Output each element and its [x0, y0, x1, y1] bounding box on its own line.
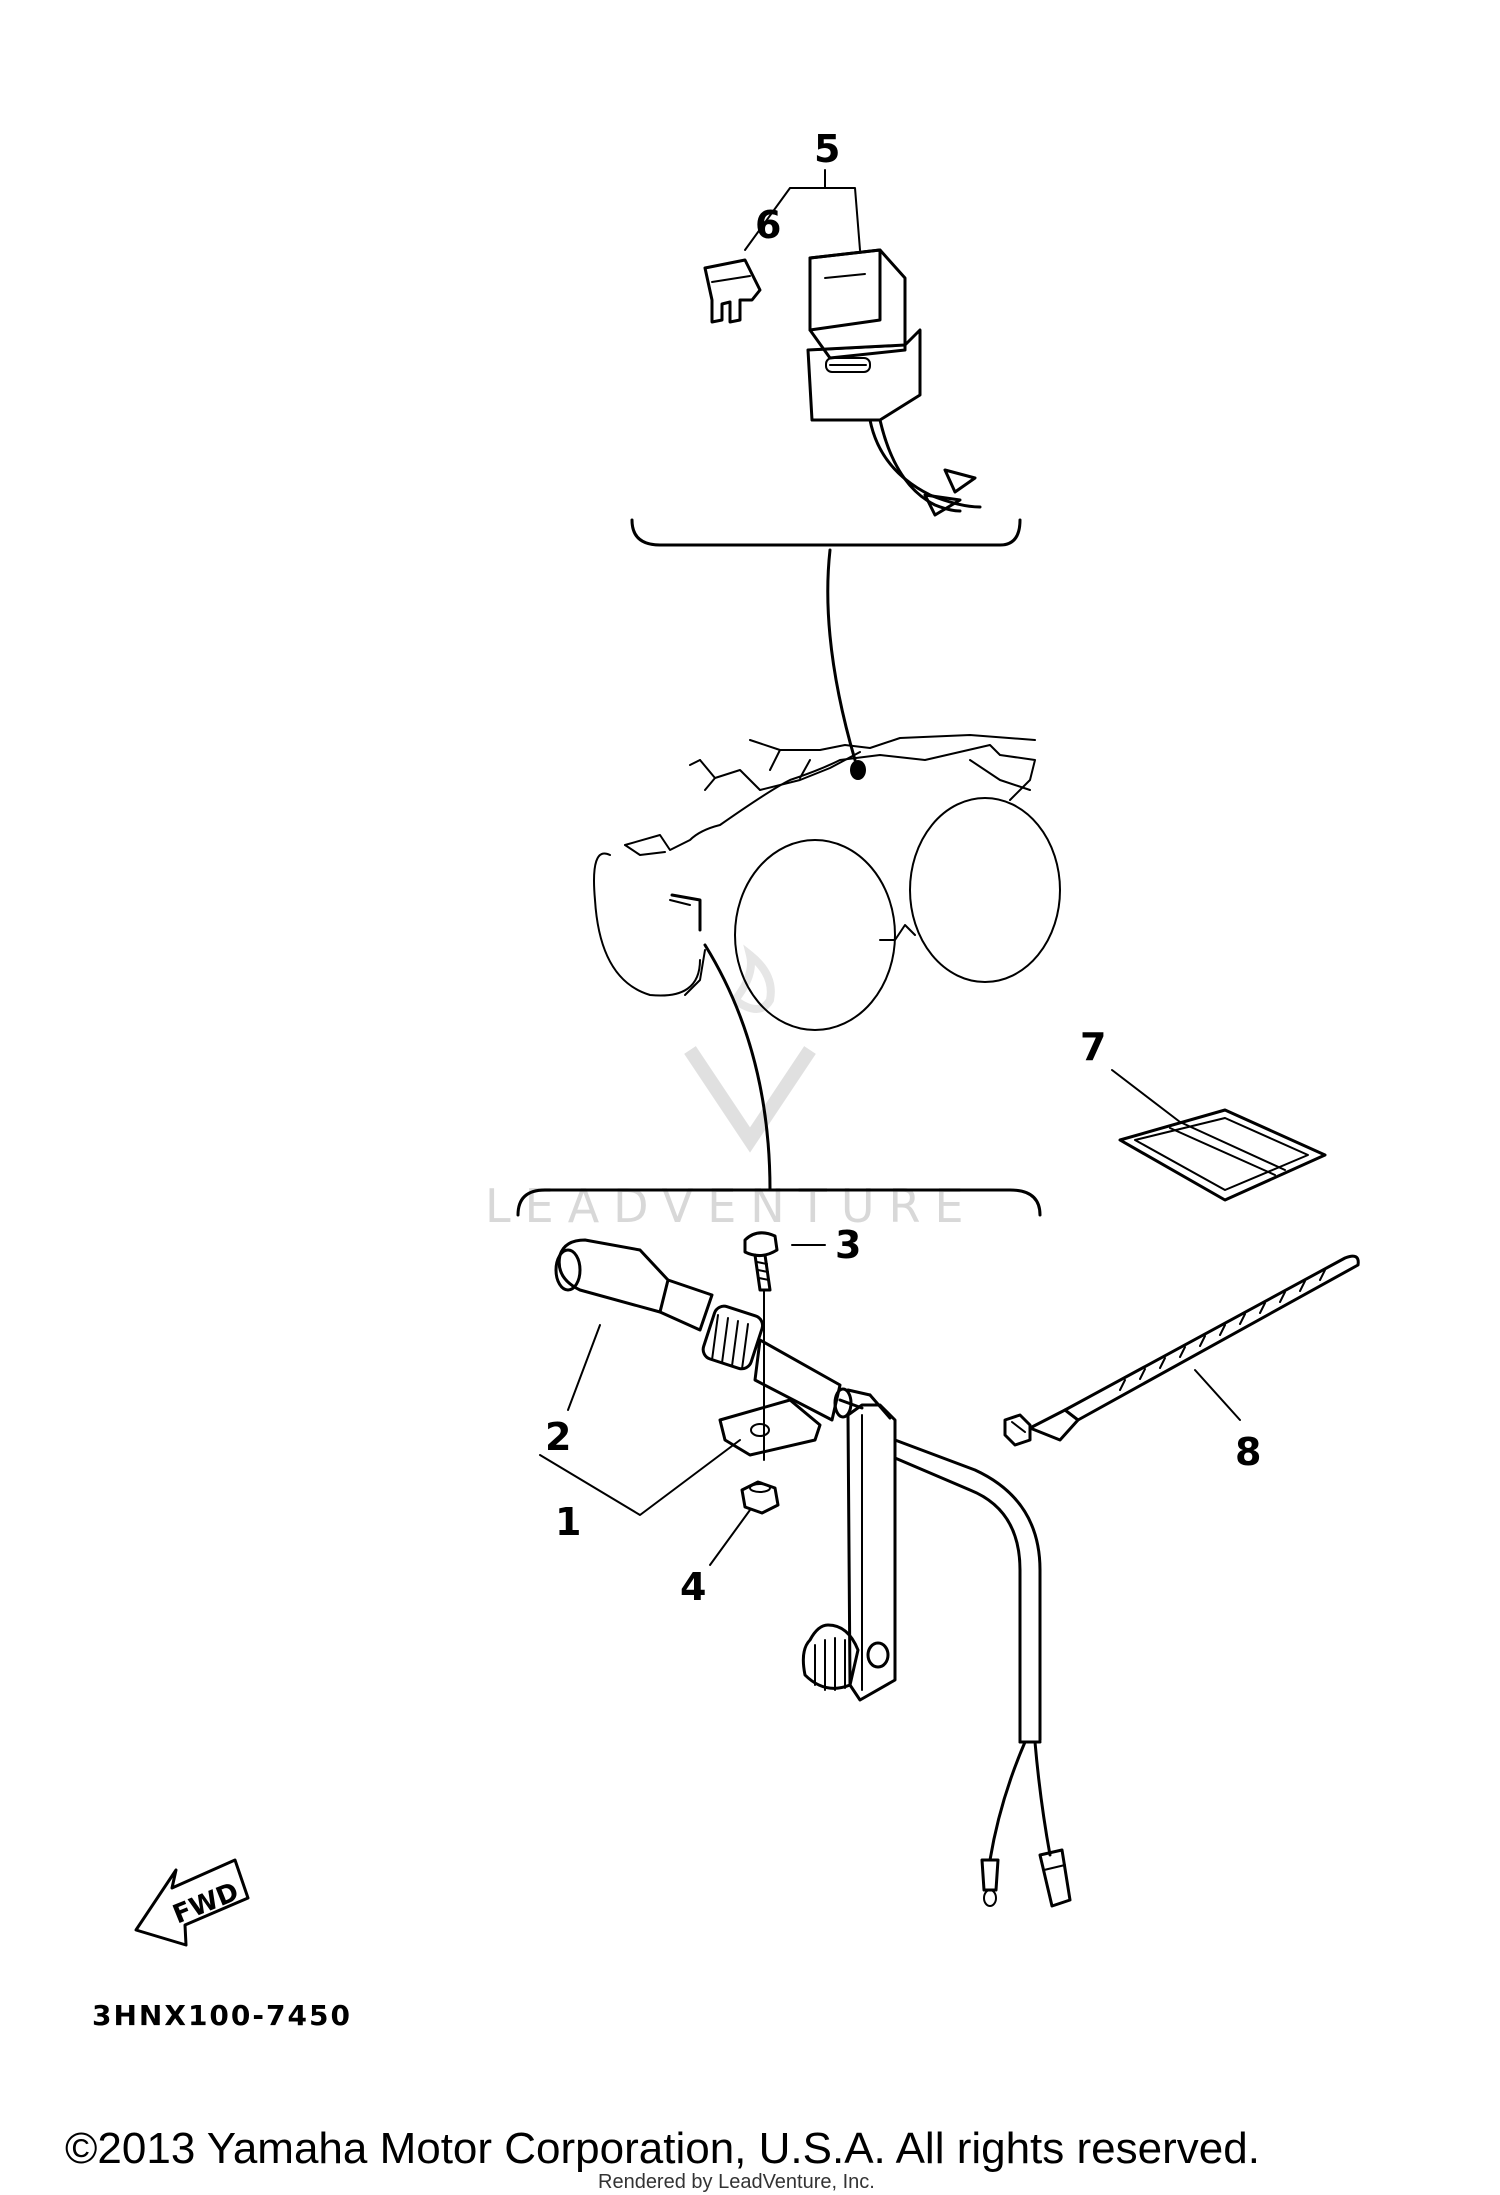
leader-2 — [567, 1324, 601, 1411]
leader-1 — [539, 1439, 741, 1516]
leader-7 — [1111, 1069, 1181, 1123]
callout-5: 5 — [814, 127, 840, 171]
leader-4 — [709, 1509, 751, 1566]
switch-assembly — [554, 1231, 1072, 1908]
callout-7: 7 — [1080, 1025, 1106, 1069]
rendered-by-notice: Rendered by LeadVenture, Inc. — [598, 2171, 875, 2193]
callout-2: 2 — [545, 1415, 571, 1459]
leader-8 — [1194, 1369, 1241, 1421]
callout-4: 4 — [680, 1565, 706, 1609]
leader-5-6 — [744, 187, 861, 251]
diagram-code: 3HNX100-7450 — [92, 1999, 352, 2032]
watermark-text: LEADVENTURE — [485, 1179, 978, 1233]
relay-location-dot — [850, 760, 866, 780]
leader-switch-to-atv — [703, 943, 772, 1192]
copyright-notice: ©2013 Yamaha Motor Corporation, U.S.A. A… — [65, 2124, 1260, 2173]
switch-location-mark — [670, 893, 702, 932]
callout-1: 1 — [555, 1500, 581, 1544]
atv-outline — [593, 734, 1061, 1031]
callout-6: 6 — [755, 203, 781, 247]
cable-tie — [1003, 1254, 1360, 1447]
fuse — [703, 258, 762, 324]
top-bracket — [630, 518, 1022, 547]
leader-relay-to-atv — [826, 548, 857, 762]
leadventure-watermark: LEADVENTURE — [485, 944, 978, 1233]
decal-pad — [1118, 1108, 1327, 1202]
callout-8: 8 — [1235, 1430, 1261, 1474]
callout-3: 3 — [835, 1223, 861, 1267]
lower-bracket — [516, 1188, 1042, 1217]
forward-arrow-icon: FWD — [134, 1858, 250, 1947]
relay-assembly — [806, 248, 982, 517]
